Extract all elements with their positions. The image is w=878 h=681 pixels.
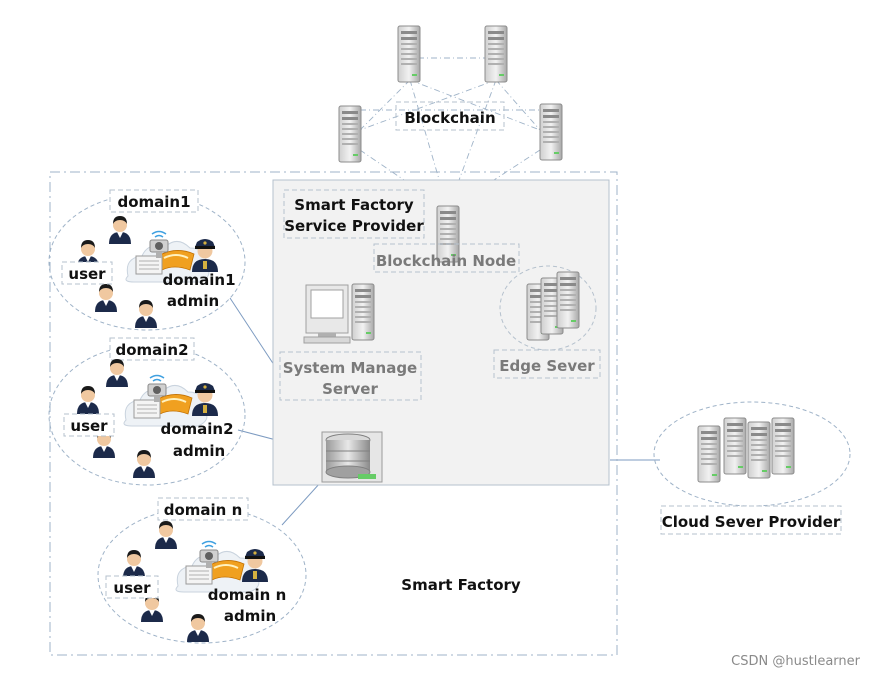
domain2-group: domain2 user domain2 admin	[48, 337, 246, 486]
domain2-user-label: user	[70, 417, 108, 435]
blockchain-node-label-box	[373, 243, 520, 273]
domain2-admin-label-line2: admin	[173, 442, 225, 460]
edge-server-label-box	[493, 349, 601, 379]
domain2-admin-label-line1: domain2	[160, 420, 233, 438]
domain-n-admin-label-line1: domain n	[208, 586, 287, 604]
system-manage-label-line2: Server	[322, 380, 378, 398]
blockchain-label-box	[395, 101, 505, 131]
domain-n-user-label: user	[113, 579, 151, 597]
blockchain-servers	[338, 25, 563, 163]
blockchain-node-label: Blockchain Node	[376, 252, 516, 270]
cloud-provider-servers	[697, 417, 795, 483]
service-provider-label-line1: Smart Factory	[294, 196, 414, 214]
domain-n-label: domain n	[164, 501, 243, 519]
domain-n-group: domain n user domain n admin	[97, 497, 307, 644]
system-manage-label-line1: System Manage	[283, 359, 417, 377]
service-provider-label-box	[283, 189, 425, 239]
service-provider-label-line2: Service Provider	[284, 217, 424, 235]
cloud-provider-label-box	[660, 505, 842, 535]
domain1-group: domain1 user domain1 admin	[48, 189, 246, 331]
domain1-user-label: user	[68, 265, 106, 283]
cloud-provider-label: Cloud Sever Provider	[662, 513, 841, 531]
domain2-label: domain2	[115, 341, 188, 359]
edge-server-ring	[499, 265, 597, 351]
edge-server-label: Edge Sever	[499, 357, 595, 375]
system-manage-computer	[303, 283, 375, 344]
system-manage-label-box	[279, 351, 422, 401]
domain-n-admin-label-line2: admin	[224, 607, 276, 625]
domain1-admin-label-line1: domain1	[162, 271, 235, 289]
smart-factory-label: Smart Factory	[401, 576, 521, 594]
smart-factory-boundary	[49, 171, 618, 656]
domain1-label: domain1	[117, 193, 190, 211]
watermark: CSDN @hustlearner	[731, 654, 860, 669]
database-icon	[321, 431, 383, 483]
blockchain-label: Blockchain	[404, 109, 495, 127]
domain1-admin-label-line2: admin	[167, 292, 219, 310]
